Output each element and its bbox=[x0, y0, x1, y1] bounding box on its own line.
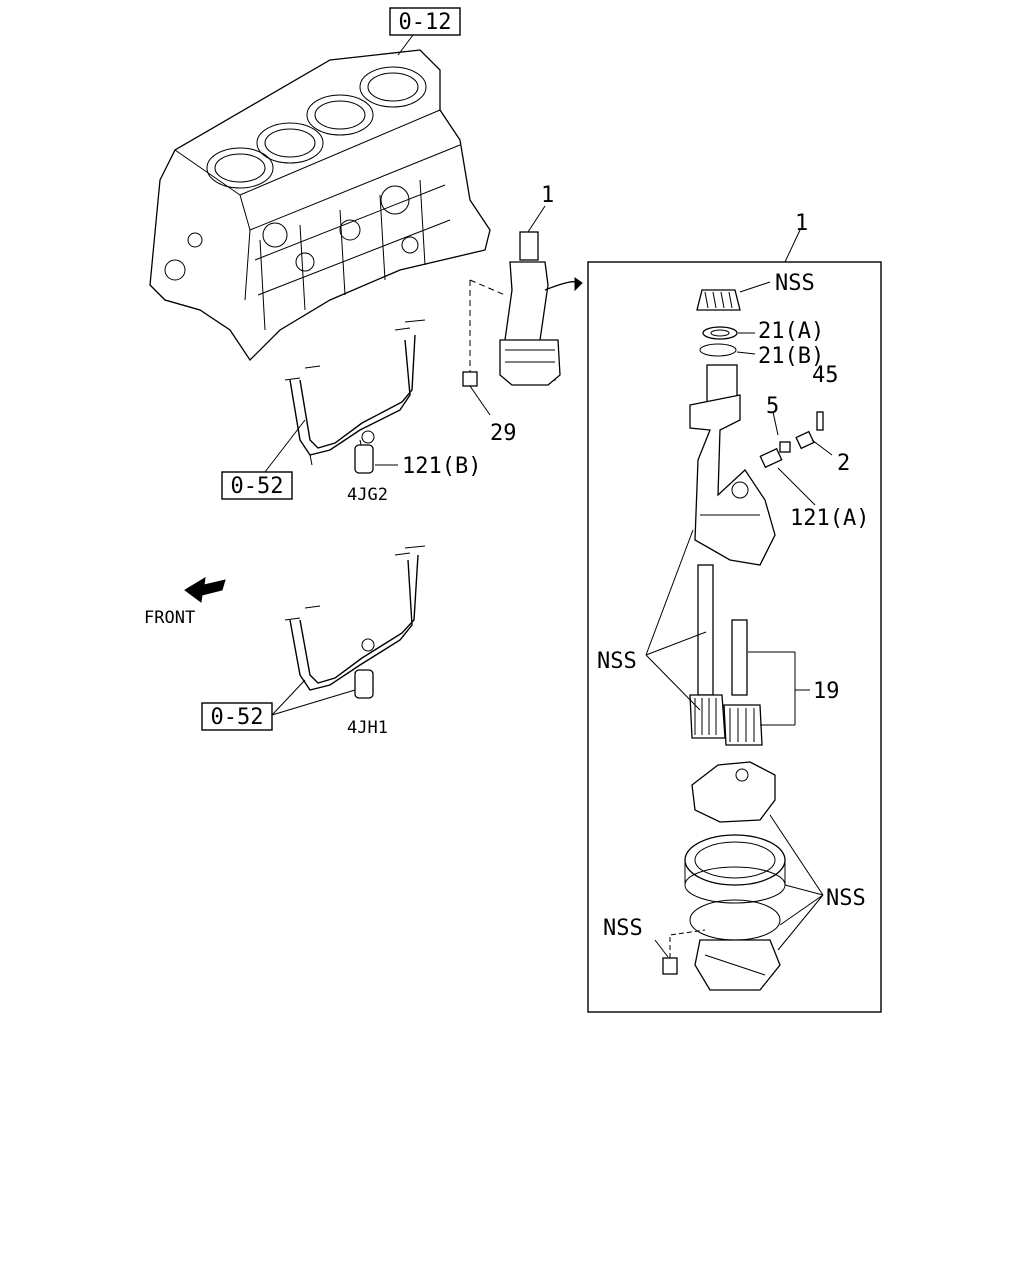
part-121b-label: 121(B) bbox=[402, 454, 481, 479]
part-5-label: 5 bbox=[766, 394, 779, 419]
oil-pump-assembly-drawing bbox=[499, 231, 583, 386]
front-label: FRONT bbox=[144, 608, 195, 628]
part-45-label: 45 bbox=[812, 363, 839, 388]
part-29-label: 29 bbox=[490, 421, 517, 446]
part-21b-label: 21(B) bbox=[758, 344, 824, 369]
reference-0-52-4jh1[interactable]: 0-52 bbox=[201, 702, 273, 731]
oil-pump-detail-parts bbox=[662, 289, 824, 991]
reference-0-52-4jh1-label: 0-52 bbox=[211, 705, 264, 730]
engine-4jh1-label: 4JH1 bbox=[347, 718, 388, 738]
reference-0-52-4jg2[interactable]: 0-52 bbox=[221, 471, 293, 500]
part-19-label: 19 bbox=[813, 679, 840, 704]
front-arrow bbox=[184, 577, 226, 603]
part-1-box-label: 1 bbox=[795, 211, 808, 236]
reference-0-52-4jg2-label: 0-52 bbox=[231, 474, 284, 499]
nss-gear-label: NSS bbox=[775, 271, 815, 296]
oil-gallery-4jh1-drawing bbox=[284, 545, 426, 699]
engine-4jg2-label: 4JG2 bbox=[347, 485, 388, 505]
part-1-top-label: 1 bbox=[541, 183, 554, 208]
reference-0-12-label: 0-12 bbox=[399, 10, 452, 35]
part-121a-label: 121(A) bbox=[790, 506, 869, 531]
part-2-label: 2 bbox=[837, 451, 850, 476]
nss-shaft-label: NSS bbox=[597, 649, 637, 674]
nss-strainer-label: NSS bbox=[826, 886, 866, 911]
oil-pump-detail-frame bbox=[587, 261, 882, 1013]
oil-gallery-4jg2-drawing bbox=[284, 319, 426, 474]
part-21a-label: 21(A) bbox=[758, 319, 824, 344]
cylinder-block-drawing bbox=[149, 49, 491, 362]
reference-0-12[interactable]: 0-12 bbox=[389, 7, 461, 36]
bolt-29-drawing bbox=[462, 279, 506, 416]
nss-bolt-label: NSS bbox=[603, 916, 643, 941]
